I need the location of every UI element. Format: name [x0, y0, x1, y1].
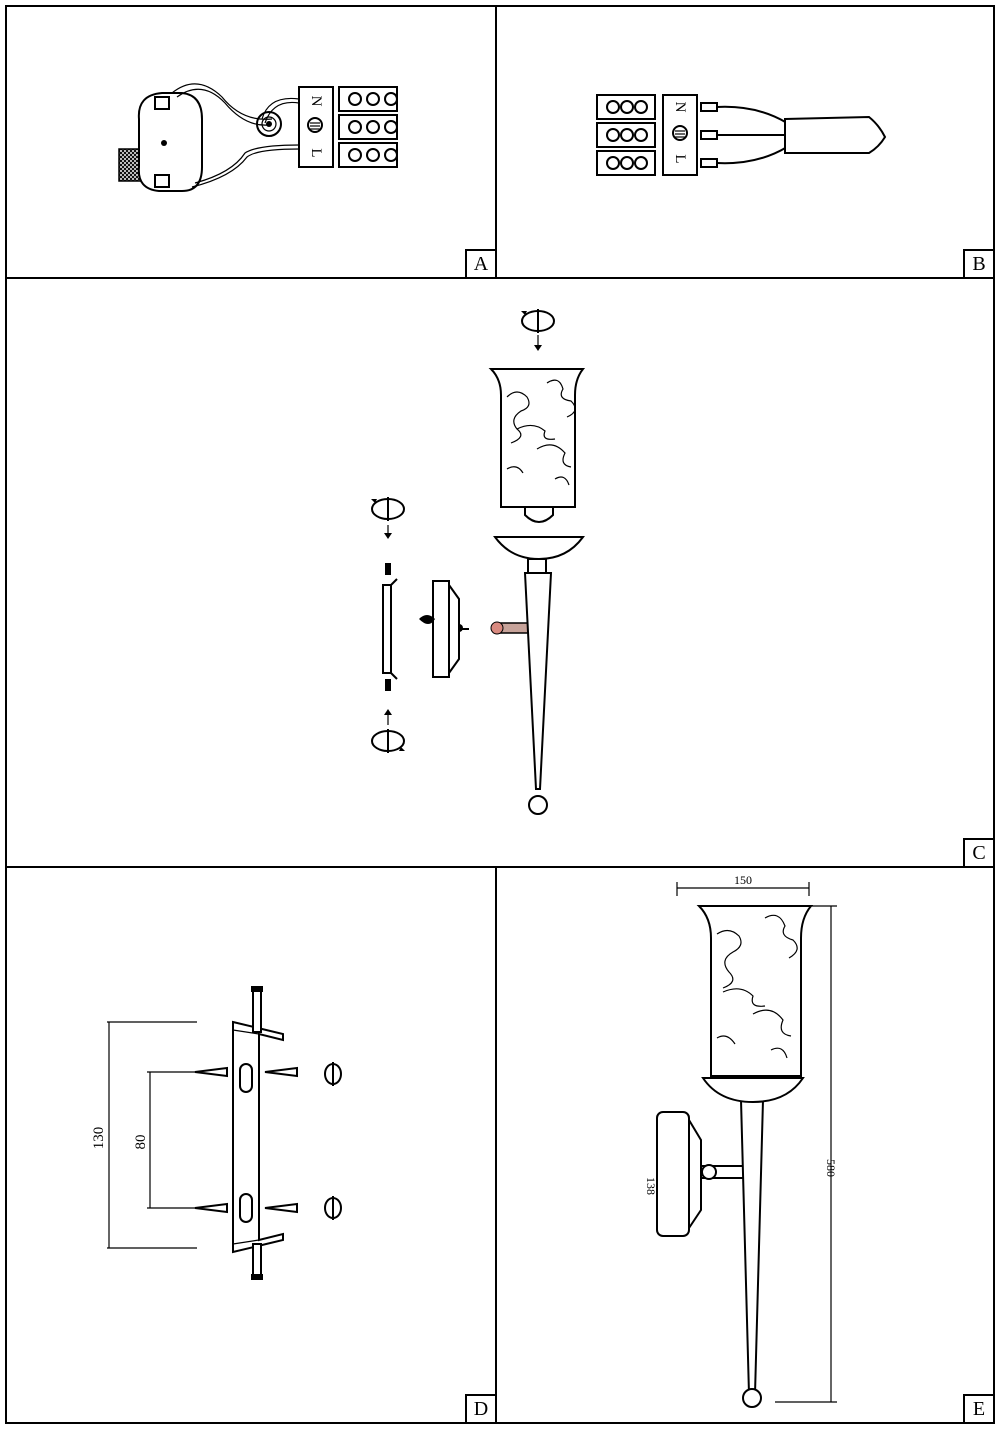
terminal-n-label: N: [308, 96, 324, 107]
wall-screws: [194, 1066, 298, 1214]
dimension-150-label: 150: [734, 873, 752, 887]
panel-a-label: A: [465, 249, 495, 277]
panel-e: 150 580 138 E: [495, 866, 995, 1424]
terminal-n-label: N: [672, 102, 688, 113]
dimension-580-label: 580: [824, 1159, 838, 1177]
ground-spiral: [256, 111, 282, 137]
dimension-138-label: 138: [644, 1177, 658, 1195]
bobeche-dish: [493, 536, 585, 561]
panel-b: N L B: [495, 5, 995, 279]
terminal-block: N L: [298, 86, 398, 168]
screwdriver-rotate-icon: [324, 1062, 342, 1220]
torch-stem: [739, 1099, 765, 1408]
arm-connector: [490, 621, 532, 635]
wall-plate: [419, 580, 469, 678]
wires: [171, 83, 300, 188]
dimension-150: 150: [676, 873, 810, 896]
dimension-130: 130: [91, 1021, 197, 1249]
mounting-bracket: [232, 1020, 284, 1254]
mounting-bracket: [382, 578, 398, 680]
bobeche-dish: [701, 1077, 805, 1104]
panel-b-label: B: [963, 249, 993, 277]
screwdriver-rotate-icon: [521, 309, 555, 351]
panel-d-label: D: [465, 1394, 495, 1422]
panel-a: N L A: [5, 5, 497, 279]
panel-c-label: C: [963, 838, 993, 866]
mains-cable: [700, 102, 887, 168]
lamp-socket-connector: [118, 92, 203, 192]
bracket-dimension-diagram: 130 80: [91, 986, 342, 1280]
screwdriver-rotate-icon: [371, 709, 405, 753]
dimension-80-label: 80: [133, 1135, 149, 1150]
screwdriver-rotate-icon: [371, 497, 405, 539]
dimension-80: 80: [133, 1071, 197, 1209]
glass-shade: [696, 905, 814, 1077]
wall-plate: [656, 1111, 746, 1237]
panel-c: C: [5, 277, 995, 868]
lamp-dimension-diagram: 150 580 138: [644, 873, 838, 1408]
terminal-block: N L: [596, 94, 698, 176]
wiring-lamp-side-diagram: N L: [118, 83, 398, 192]
panel-e-label: E: [963, 1394, 993, 1422]
torch-stem: [523, 558, 553, 815]
terminal-l-label: L: [308, 148, 324, 157]
dimension-130-label: 130: [91, 1127, 107, 1150]
wiring-mains-side-diagram: N L: [596, 94, 887, 176]
glass-shade: [488, 368, 586, 508]
dimension-580: 580: [775, 905, 838, 1403]
panel-d: 130 80: [5, 866, 497, 1424]
dimension-138: 138: [644, 1177, 658, 1195]
terminal-l-label: L: [672, 154, 688, 163]
bracket-screws: [251, 986, 263, 1280]
assembly-exploded-diagram: [371, 309, 586, 815]
